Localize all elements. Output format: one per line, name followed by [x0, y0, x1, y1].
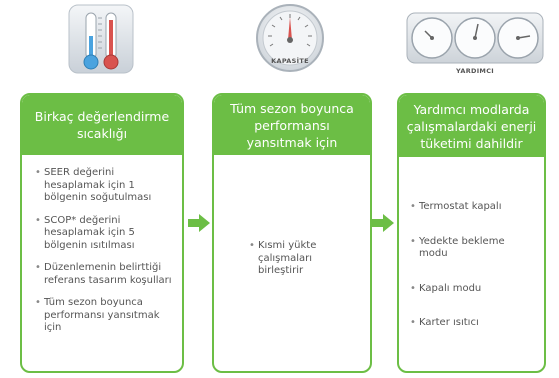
arrow-right-icon	[188, 214, 210, 232]
list-item: Kısmi yükte çalışmaları birleştirir	[249, 240, 336, 278]
list-item: Yedekte bekleme modu	[410, 236, 534, 261]
dials-icon	[406, 12, 544, 64]
card-title: Tüm sezon boyunca performansı yansıtmak …	[214, 95, 370, 155]
list-item: SEER değerini hesaplamak için 1 bölgenin…	[35, 167, 172, 205]
arrow-right-icon	[372, 214, 394, 232]
list-item: Karter ısıtıcı	[410, 317, 534, 330]
list-item: SCOP* değerini hesaplamak için 5 bölgeni…	[35, 215, 172, 253]
list-item: Tüm sezon boyunca performansı yansıtmak …	[35, 297, 172, 335]
card-evaluation-temperatures: Birkaç değerlendirme sıcaklığı SEER değe…	[20, 93, 184, 373]
list-item: Kapalı modu	[410, 283, 534, 296]
list-item: Termostat kapalı	[410, 201, 534, 214]
card-list: Termostat kapalı Yedekte bekleme modu Ka…	[410, 201, 534, 330]
list-item: Düzenlemenin belirttiği referans tasarım…	[35, 262, 172, 287]
card-auxiliary-modes: Yardımcı modlarda çalışmalardaki enerji …	[397, 93, 546, 373]
card-list: Kısmi yükte çalışmaları birleştirir	[249, 240, 360, 278]
gauge-caption: KAPASİTE	[271, 57, 309, 65]
card-title: Birkaç değerlendirme sıcaklığı	[22, 95, 182, 155]
card-season-performance: Tüm sezon boyunca performansı yansıtmak …	[212, 93, 372, 373]
gauge-icon	[254, 2, 326, 74]
card-list: SEER değerini hesaplamak için 1 bölgenin…	[35, 167, 172, 335]
card-title: Yardımcı modlarda çalışmalardaki enerji …	[399, 95, 544, 157]
dials-caption: YARDIMCI	[456, 67, 494, 75]
thermometer-icon	[68, 4, 134, 74]
